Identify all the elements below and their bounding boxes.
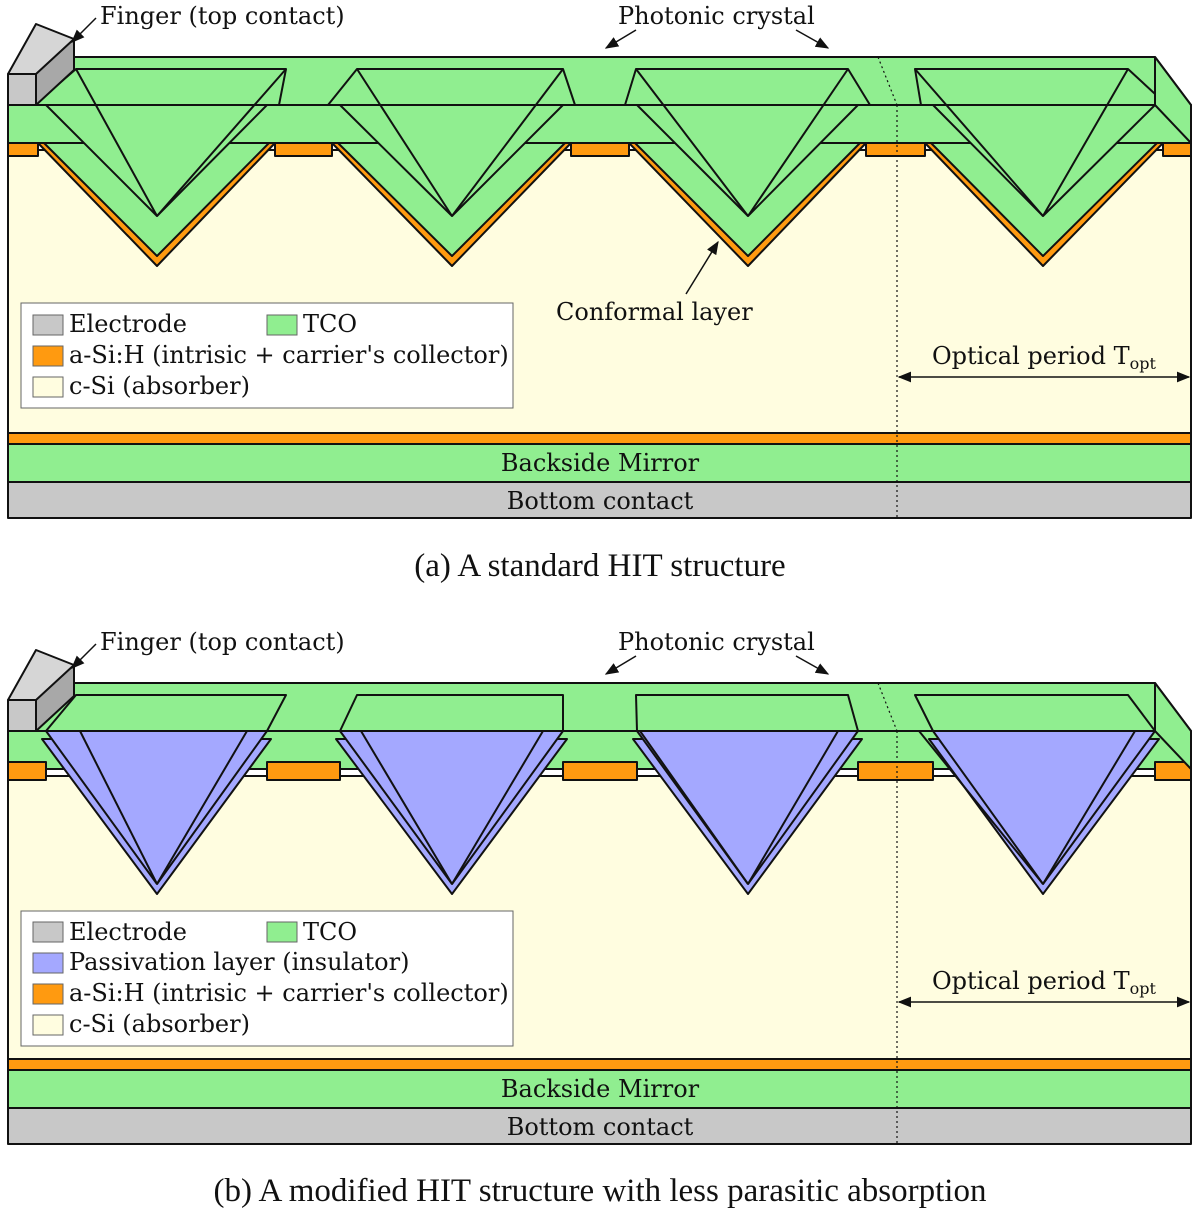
optical-period-label: Optical period Topt bbox=[932, 967, 1156, 998]
pyramid-edge bbox=[914, 68, 1044, 217]
pyramid-edge bbox=[356, 68, 453, 217]
tco-block-top bbox=[45, 694, 287, 732]
legend-item-csi: c-Si (absorber) bbox=[69, 1010, 250, 1038]
pyramid-front-face bbox=[45, 104, 268, 217]
pyramid-edge bbox=[156, 730, 248, 885]
legend-item-tco: TCO bbox=[303, 310, 357, 338]
bottom-contact-label: Bottom contact bbox=[507, 1113, 694, 1141]
pyramid-edge bbox=[918, 730, 1044, 885]
photonic-arrow-left bbox=[604, 29, 637, 49]
optical-period-label: Optical period Topt bbox=[932, 342, 1156, 373]
legend-b: Electrode TCO Passivation layer (insulat… bbox=[20, 910, 514, 1047]
pyramid-edge bbox=[451, 730, 544, 885]
pyramid-edge bbox=[360, 730, 453, 885]
bottom-contact-layer bbox=[7, 1107, 1192, 1145]
pyramid-front-face bbox=[339, 104, 564, 217]
pyramid-edge bbox=[1042, 730, 1136, 885]
legend-item-electrode: Electrode bbox=[69, 918, 187, 946]
asi-strip bbox=[274, 142, 333, 157]
caption-b: (b) A modified HIT structure with less p… bbox=[214, 1173, 987, 1209]
pyramid-opening bbox=[33, 68, 287, 106]
legend-swatch-tco bbox=[266, 314, 298, 336]
backside-mirror-layer bbox=[7, 443, 1192, 483]
finger-label: Finger (top contact) bbox=[100, 2, 345, 30]
tco-right-face bbox=[1154, 682, 1192, 770]
period-divider bbox=[877, 682, 898, 732]
asi-back-layer bbox=[7, 1058, 1192, 1071]
legend-swatch-tco bbox=[266, 921, 298, 943]
asi-back-layer bbox=[7, 432, 1192, 445]
photonic-crystal-label: Photonic crystal bbox=[618, 628, 815, 656]
legend-a: Electrode TCO a-Si:H (intrisic + carrier… bbox=[20, 302, 514, 409]
asi-strip bbox=[865, 142, 926, 157]
tco-block-top bbox=[914, 694, 1156, 732]
conformal-arrow bbox=[685, 240, 719, 295]
photonic-arrow-right bbox=[795, 655, 830, 675]
photonic-arrow-right bbox=[795, 29, 830, 49]
tco-right-face bbox=[1154, 56, 1192, 144]
legend-item-passivation: Passivation layer (insulator) bbox=[69, 948, 409, 976]
legend-swatch-asi bbox=[32, 983, 64, 1005]
photonic-arrow-left bbox=[604, 655, 637, 675]
photonic-crystal-tco bbox=[7, 682, 1192, 895]
finger-label: Finger (top contact) bbox=[100, 628, 345, 656]
pyramid-edge bbox=[639, 730, 749, 885]
pyramid-edge bbox=[747, 68, 849, 217]
pyramid-edge bbox=[747, 730, 839, 885]
asi-strip bbox=[7, 142, 39, 157]
finger-arrow bbox=[71, 643, 97, 669]
finger-electrode bbox=[7, 23, 75, 106]
legend-item-tco: TCO bbox=[303, 918, 357, 946]
legend-item-asi: a-Si:H (intrisic + carrier's collector) bbox=[69, 341, 509, 369]
pyramid-front-face bbox=[636, 104, 859, 217]
asi-strip bbox=[266, 761, 341, 781]
legend-item-csi: c-Si (absorber) bbox=[69, 372, 250, 400]
panel-a-standard-hit: Finger (top contact) Photonic crystal Co… bbox=[7, 2, 1192, 584]
photonic-crystal-label: Photonic crystal bbox=[618, 2, 815, 30]
bottom-contact-label: Bottom contact bbox=[507, 487, 694, 515]
period-divider bbox=[877, 56, 898, 106]
pyramid-opening bbox=[914, 68, 1168, 106]
asi-strip bbox=[1154, 761, 1192, 781]
tco-block-top bbox=[635, 694, 859, 732]
asi-strip bbox=[1162, 142, 1192, 157]
legend-swatch-electrode bbox=[32, 921, 64, 943]
pyramid-front-face bbox=[932, 104, 1156, 217]
legend-swatch-electrode bbox=[32, 314, 64, 336]
photonic-crystal-tco bbox=[7, 56, 1192, 267]
bottom-contact-layer bbox=[7, 481, 1192, 519]
legend-swatch-csi bbox=[32, 376, 64, 398]
legend-swatch-csi bbox=[32, 1014, 64, 1036]
legend-swatch-passivation bbox=[32, 952, 64, 974]
backside-mirror-layer bbox=[7, 1069, 1192, 1109]
asi-strip bbox=[857, 761, 934, 781]
pyramid-opening bbox=[327, 68, 576, 106]
conformal-layer-label: Conformal layer bbox=[556, 298, 753, 326]
pyramid-opening bbox=[624, 68, 871, 106]
panel-b-modified-hit: Finger (top contact) Photonic crystal Op… bbox=[7, 628, 1192, 1209]
finger-arrow bbox=[71, 17, 97, 43]
backside-mirror-label: Backside Mirror bbox=[501, 449, 700, 477]
tco-block-top bbox=[339, 694, 564, 732]
pyramid-edge bbox=[635, 68, 749, 217]
pyramid-edge bbox=[451, 68, 564, 217]
legend-item-electrode: Electrode bbox=[69, 310, 187, 338]
pyramid-edge bbox=[1042, 68, 1129, 217]
backside-mirror-label: Backside Mirror bbox=[501, 1075, 700, 1103]
asi-strip bbox=[562, 761, 638, 781]
legend-item-asi: a-Si:H (intrisic + carrier's collector) bbox=[69, 979, 509, 1007]
pyramid-edge bbox=[79, 730, 158, 885]
caption-a: (a) A standard HIT structure bbox=[414, 548, 785, 584]
pyramid-edge bbox=[156, 68, 287, 217]
legend-swatch-asi bbox=[32, 345, 64, 367]
pyramid-edge bbox=[75, 68, 158, 217]
asi-strip bbox=[7, 761, 47, 781]
asi-strip bbox=[570, 142, 630, 157]
